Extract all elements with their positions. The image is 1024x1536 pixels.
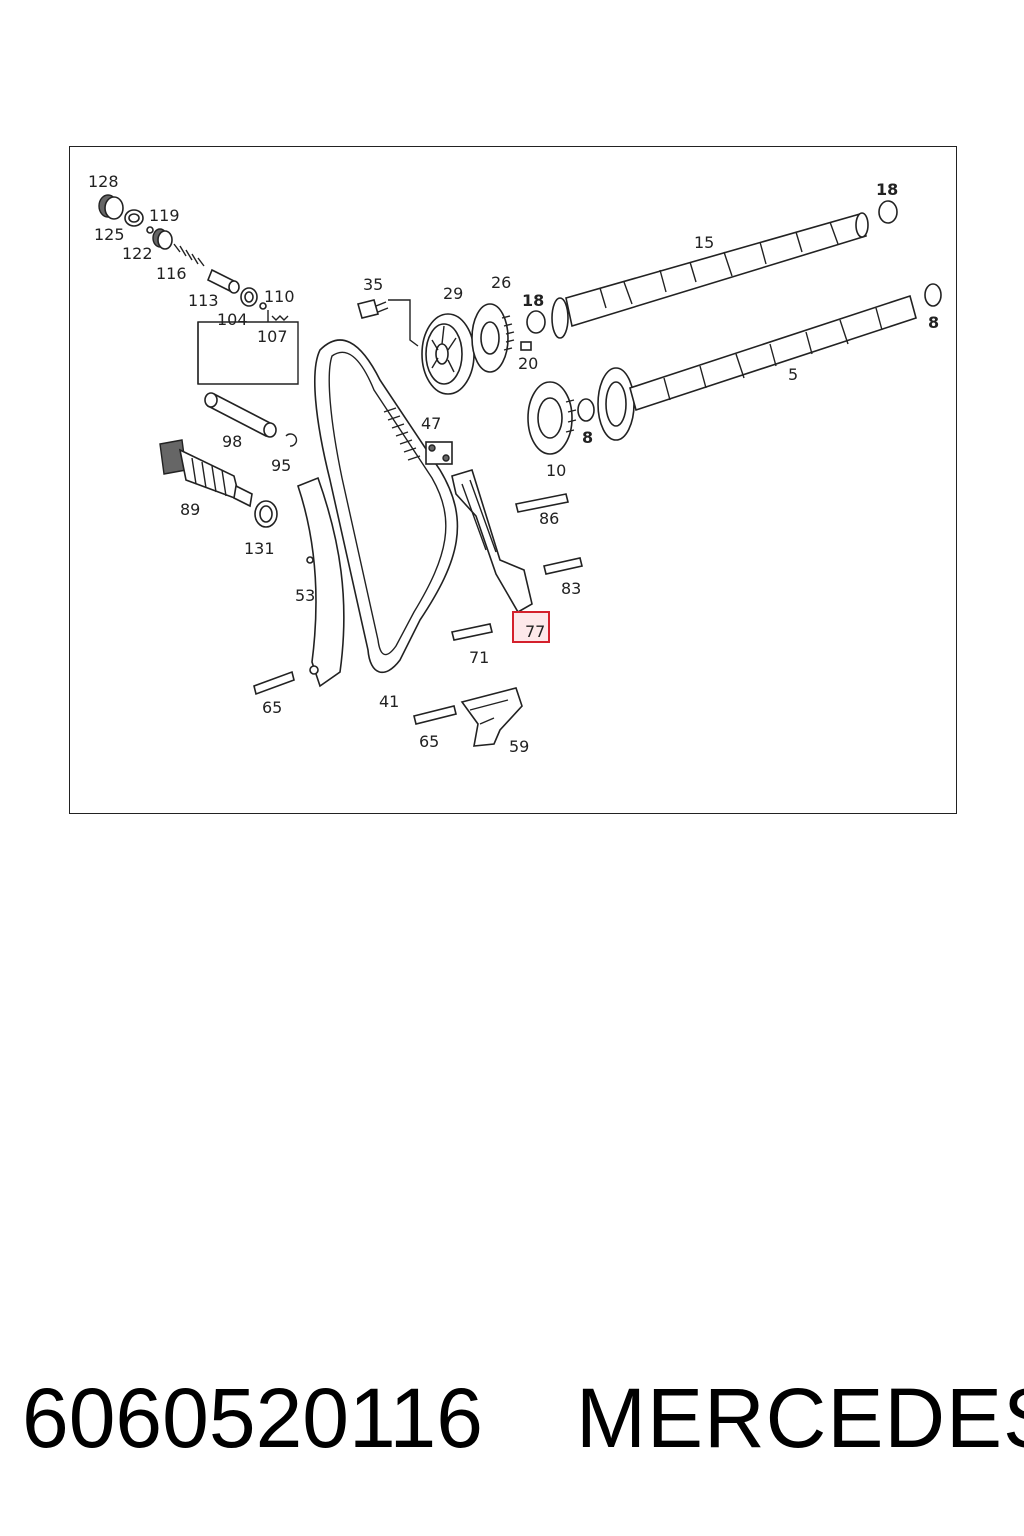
label-110: 110 — [264, 287, 295, 306]
part-98-shaft — [204, 392, 277, 438]
label-71: 71 — [469, 648, 489, 667]
label-116: 116 — [156, 264, 187, 283]
label-113: 113 — [188, 291, 219, 310]
part-15-camshaft — [551, 212, 869, 339]
part-65-pin-right — [413, 705, 457, 725]
label-131: 131 — [244, 539, 275, 558]
label-59: 59 — [509, 737, 529, 756]
label-98: 98 — [222, 432, 242, 451]
label-83: 83 — [561, 579, 581, 598]
diagram-frame — [69, 146, 957, 814]
label-95: 95 — [271, 456, 291, 475]
label-107: 107 — [257, 327, 288, 346]
part-20-key — [520, 341, 532, 351]
product-caption: 6060520116 MERCEDES — [22, 1368, 1024, 1468]
label-89: 89 — [180, 500, 200, 519]
bracket-leader — [197, 310, 269, 384]
label-47: 47 — [421, 414, 441, 433]
part-89-adjuster — [159, 439, 253, 508]
part-116-spring — [173, 243, 205, 267]
label-18-left: 18 — [522, 291, 544, 310]
label-104: 104 — [217, 310, 248, 329]
part-26-sprocket — [471, 303, 515, 373]
part-41-timing-chain — [314, 339, 459, 674]
part-122-clip — [146, 226, 154, 234]
label-15: 15 — [694, 233, 714, 252]
label-119: 119 — [149, 206, 180, 225]
part-119-retainer — [152, 228, 173, 250]
part-5-camshaft — [597, 294, 917, 441]
part-47-chain-link — [425, 441, 453, 465]
label-128: 128 — [88, 172, 119, 191]
part-8-bushing-right — [924, 283, 942, 307]
part-104-ring — [240, 287, 258, 307]
brand-name: MERCEDES — [576, 1371, 1024, 1465]
label-18-right: 18 — [876, 180, 898, 199]
part-125-washer — [124, 209, 144, 227]
part-83-pin — [543, 557, 583, 575]
part-113-pin — [206, 268, 240, 294]
part-8-bushing-left — [577, 398, 595, 422]
label-125: 125 — [94, 225, 125, 244]
label-26: 26 — [491, 273, 511, 292]
label-65-left: 65 — [262, 698, 282, 717]
label-65-right: 65 — [419, 732, 439, 751]
label-41: 41 — [379, 692, 399, 711]
part-number: 6060520116 — [22, 1371, 483, 1465]
part-10-sprocket — [527, 381, 577, 455]
label-29: 29 — [443, 284, 463, 303]
part-107-spring — [271, 315, 289, 321]
part-35-bolt — [357, 299, 419, 347]
part-18-bushing-right — [878, 200, 898, 224]
part-95-circlip — [285, 433, 298, 447]
label-86: 86 — [539, 509, 559, 528]
part-65-pin-left — [253, 670, 295, 696]
label-8-left: 8 — [582, 428, 593, 447]
part-53-guide-rail — [297, 476, 345, 688]
label-77-highlighted: 77 — [525, 622, 545, 641]
label-10: 10 — [546, 461, 566, 480]
part-77-tensioner-rail — [451, 469, 533, 614]
label-20: 20 — [518, 354, 538, 373]
part-59-guide — [460, 687, 523, 747]
label-8-right: 8 — [928, 313, 939, 332]
label-35: 35 — [363, 275, 383, 294]
label-5: 5 — [788, 365, 798, 384]
part-86-pin — [515, 493, 569, 513]
highlight-box-part-77 — [512, 611, 550, 643]
label-53: 53 — [295, 586, 315, 605]
part-110-clip — [259, 302, 267, 310]
label-122: 122 — [122, 244, 153, 263]
part-128-nut — [98, 194, 124, 220]
part-131-seal — [254, 500, 278, 528]
part-71-pin — [451, 623, 493, 641]
part-29-sprocket — [421, 313, 475, 395]
part-18-bushing-left — [526, 310, 546, 334]
